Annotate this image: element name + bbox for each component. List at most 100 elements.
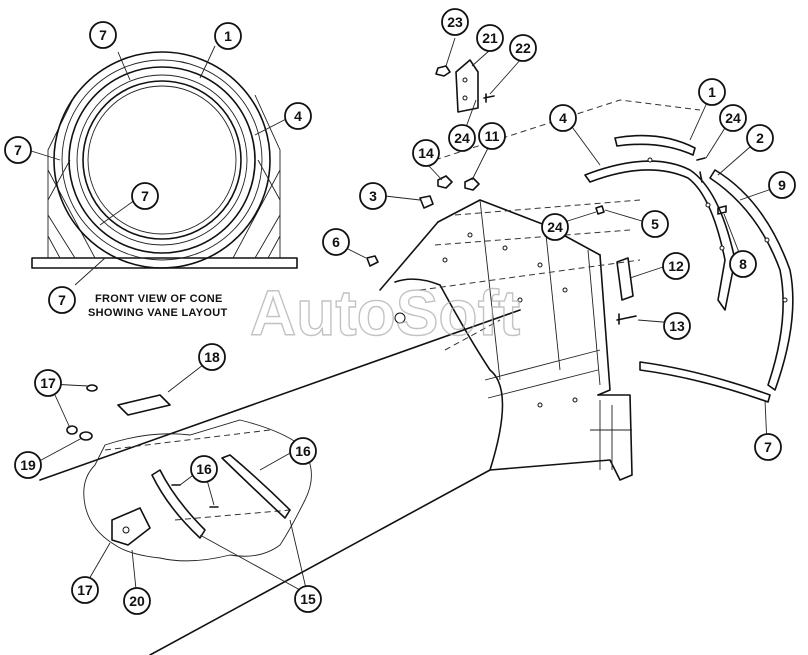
callout-circle bbox=[289, 437, 317, 465]
vane-9 bbox=[709, 169, 794, 391]
callout-circle bbox=[131, 182, 159, 210]
callout-circle bbox=[284, 102, 312, 130]
callout-leaders bbox=[31, 37, 781, 600]
vane-hole bbox=[782, 297, 788, 303]
callout-circle bbox=[359, 182, 387, 210]
rivet bbox=[502, 245, 508, 251]
front-view-frame bbox=[47, 94, 281, 258]
callout-7: 7 bbox=[4, 136, 32, 164]
front-view-vane-4 bbox=[76, 74, 248, 246]
assembly-dash-lines-lower bbox=[104, 429, 291, 521]
callout-number: 4 bbox=[294, 108, 302, 124]
callout-number: 7 bbox=[58, 292, 66, 308]
callout-7: 7 bbox=[131, 182, 159, 210]
callout-number: 21 bbox=[482, 30, 498, 46]
callout-11: 11 bbox=[478, 122, 506, 150]
rivet bbox=[572, 397, 578, 403]
callout-circle bbox=[48, 286, 76, 314]
callout-number: 7 bbox=[141, 188, 149, 204]
nut-23 bbox=[435, 65, 451, 77]
washer-3 bbox=[419, 195, 434, 209]
callout-17: 17 bbox=[71, 576, 99, 604]
callout-number: 1 bbox=[708, 84, 716, 100]
callout-1: 1 bbox=[214, 22, 242, 50]
washer-19 bbox=[79, 431, 93, 441]
front-view-vane-inner bbox=[87, 85, 237, 235]
callout-number: 18 bbox=[204, 349, 220, 365]
callout-number: 7 bbox=[764, 439, 772, 455]
callout-number: 24 bbox=[547, 219, 563, 235]
lower-inset bbox=[83, 419, 312, 562]
bolt-5 bbox=[595, 205, 605, 215]
nut-14 bbox=[437, 175, 453, 189]
callout-number: 23 bbox=[447, 14, 463, 30]
callout-circle bbox=[198, 343, 226, 371]
callout-number: 5 bbox=[651, 216, 659, 232]
rivet bbox=[517, 297, 523, 303]
caption-line-2: SHOWING VANE LAYOUT bbox=[88, 307, 228, 319]
callout-circle bbox=[4, 136, 32, 164]
callout-17: 17 bbox=[34, 369, 62, 397]
nut-6 bbox=[366, 255, 379, 267]
callout-number: 16 bbox=[196, 461, 212, 477]
callout-24: 24 bbox=[448, 124, 476, 152]
callout-number: 11 bbox=[485, 128, 500, 144]
callout-1: 1 bbox=[698, 78, 726, 106]
callout-number: 15 bbox=[300, 591, 316, 607]
nut-17-upper bbox=[86, 384, 98, 392]
rivet bbox=[537, 402, 543, 408]
callout-number: 24 bbox=[454, 130, 470, 146]
callout-number: 8 bbox=[739, 256, 747, 272]
callout-7: 7 bbox=[89, 21, 117, 49]
callout-15: 15 bbox=[294, 585, 322, 613]
cone-bracket-detail bbox=[590, 400, 632, 470]
callout-22: 22 bbox=[509, 34, 537, 62]
rivet bbox=[537, 262, 543, 268]
bolt-22 bbox=[483, 93, 495, 103]
callout-number: 1 bbox=[224, 28, 232, 44]
callout-circle bbox=[14, 451, 42, 479]
callout-14: 14 bbox=[412, 139, 440, 167]
callout-circle bbox=[123, 587, 151, 615]
callout-number: 24 bbox=[725, 110, 741, 126]
callout-number: 14 bbox=[418, 145, 434, 161]
front-view-lattice bbox=[47, 159, 281, 259]
callout-circle bbox=[448, 124, 476, 152]
callout-number: 17 bbox=[77, 582, 93, 598]
cone-bracket bbox=[489, 394, 633, 481]
callout-24: 24 bbox=[541, 213, 569, 241]
vane-hole bbox=[647, 157, 653, 163]
callout-2: 2 bbox=[746, 124, 774, 152]
callout-circle bbox=[746, 124, 774, 152]
cone-right-edge bbox=[597, 254, 611, 396]
cone-ribs bbox=[479, 199, 601, 386]
vane-hole bbox=[719, 245, 725, 251]
front-view-base-plate bbox=[31, 257, 298, 269]
callout-19: 19 bbox=[14, 451, 42, 479]
bracket-12 bbox=[616, 257, 634, 301]
front-view-vane-3 bbox=[68, 66, 256, 254]
callout-circle bbox=[754, 433, 782, 461]
callout-circle bbox=[729, 250, 757, 278]
cone-top-edge bbox=[437, 199, 601, 256]
callout-circle bbox=[412, 139, 440, 167]
callout-circle bbox=[34, 369, 62, 397]
vane-hole bbox=[705, 202, 711, 208]
vane-15-right bbox=[221, 454, 291, 519]
cone-center-hole bbox=[394, 312, 406, 324]
callout-circle bbox=[662, 252, 690, 280]
callout-circle bbox=[719, 104, 747, 132]
callout-16: 16 bbox=[190, 455, 218, 483]
callout-20: 20 bbox=[123, 587, 151, 615]
callout-number: 7 bbox=[14, 142, 22, 158]
vane-hole bbox=[764, 237, 770, 243]
watermark-text: AutoSoft bbox=[250, 277, 520, 349]
vane-15-left bbox=[151, 469, 206, 539]
callout-circle bbox=[89, 21, 117, 49]
callout-number: 4 bbox=[559, 110, 567, 126]
callout-number: 13 bbox=[669, 318, 685, 334]
vane-4 bbox=[584, 160, 736, 311]
callout-number: 19 bbox=[20, 457, 36, 473]
assembly-dash-lines bbox=[419, 99, 701, 351]
